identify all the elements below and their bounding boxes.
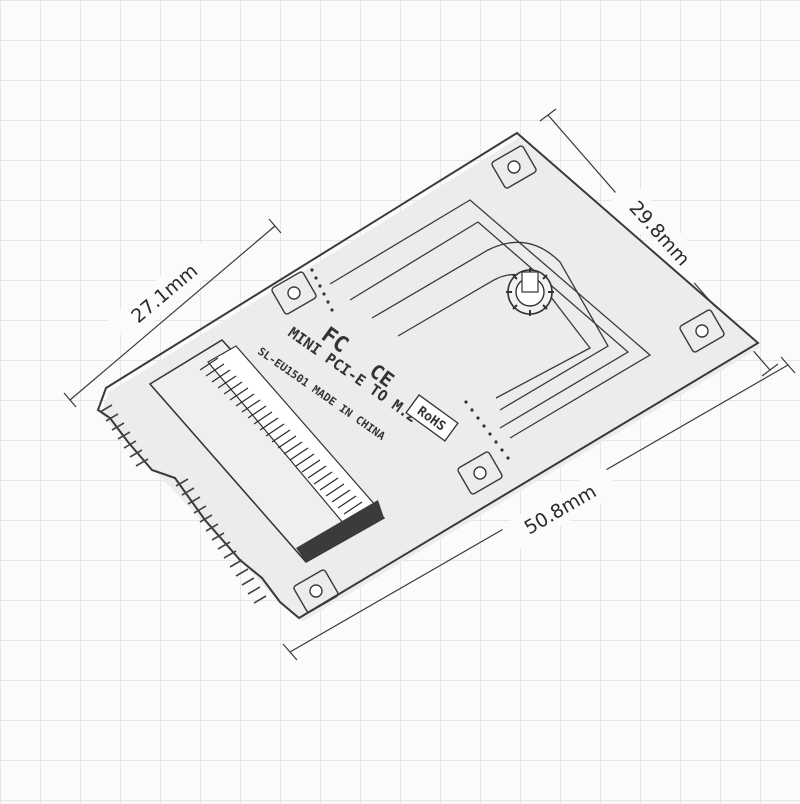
standoff-screw-icon [506, 268, 554, 316]
socket-pin [295, 453, 315, 467]
socket-pin [271, 429, 291, 443]
socket-pin [241, 399, 261, 413]
socket-pin [265, 423, 285, 437]
socket-pin [313, 471, 333, 485]
socket-pin [259, 417, 279, 431]
socket-pin [331, 489, 351, 503]
m2-socket [148, 339, 386, 563]
socket-pin [325, 483, 345, 497]
socket-pin [211, 369, 231, 383]
socket-pin [235, 393, 255, 407]
socket-pin [337, 495, 357, 509]
socket-pin [343, 501, 363, 515]
socket-pin [307, 465, 327, 479]
mounting-holes [271, 145, 725, 613]
socket-pin [289, 447, 309, 461]
socket-pin [283, 441, 303, 455]
socket-pin [229, 387, 249, 401]
socket-pin [253, 411, 273, 425]
socket-pin [301, 459, 321, 473]
socket-pin [205, 363, 225, 377]
edge-connector [99, 404, 267, 604]
socket-pin [223, 381, 243, 395]
width-label: 27.1mm [127, 260, 202, 328]
socket-pin [319, 477, 339, 491]
socket-pin [199, 357, 219, 371]
socket-pin [277, 435, 297, 449]
pcb-outline [96, 131, 760, 620]
socket-pin [247, 405, 267, 419]
adapter-board: FC CE MINI PCI-E TO M.2 SL-EU1501 MADE I… [96, 131, 761, 622]
socket-pin [217, 375, 237, 389]
via-dots [310, 268, 510, 460]
